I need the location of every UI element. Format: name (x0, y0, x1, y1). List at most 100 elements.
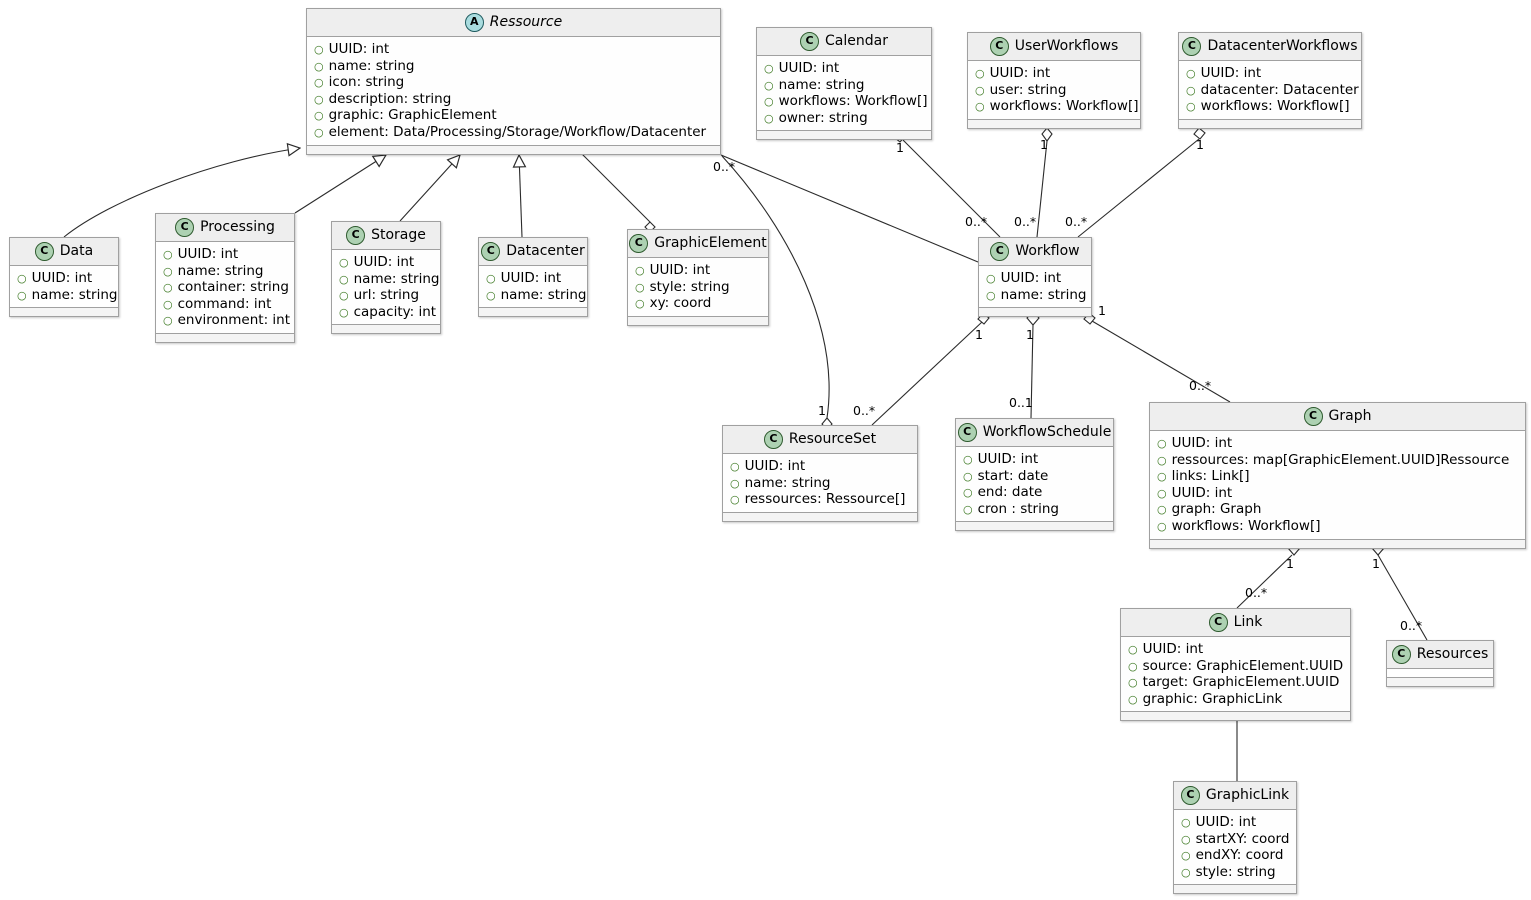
visibility-public-icon: ○ (17, 288, 27, 302)
class-methods-graphicelement (628, 315, 768, 325)
visibility-public-icon: ○ (635, 297, 645, 311)
attribute-label: UUID: int (500, 270, 562, 286)
visibility-public-icon: ○ (986, 288, 996, 302)
visibility-public-icon: ○ (486, 288, 496, 302)
visibility-public-icon: ○ (339, 256, 349, 269)
visibility-public-icon: ○ (163, 264, 173, 278)
attribute-row: ○UUID: int (986, 270, 1084, 287)
attribute-label: UUID: int (328, 41, 390, 57)
visibility-public-icon: ○ (730, 493, 740, 507)
class-methods-datacenter (479, 307, 587, 317)
visibility-public-icon: ○ (339, 272, 349, 286)
attribute-label: element: Data/Processing/Storage/Workflo… (328, 123, 707, 140)
visibility-public-icon: ○ (1181, 832, 1191, 846)
multiplicity-label: 0..* (853, 403, 876, 418)
visibility-public-icon: ○ (314, 92, 324, 106)
class-attributes-workflowschedule: ○UUID: int○start: date○end: date○cron : … (956, 447, 1113, 522)
class-name-graphiclink: GraphicLink (1205, 787, 1290, 803)
attribute-label: UUID: int (1171, 435, 1233, 451)
multiplicity-label: 0..* (1189, 378, 1212, 393)
class-icon: C (989, 36, 1009, 56)
attribute-row: ○links: Link[] (1157, 468, 1518, 485)
class-attributes-datacenter: ○ UUID: int○name: string (479, 266, 587, 308)
attribute-row: ○UUID: int (17, 270, 111, 287)
attribute-row: ○workflows: Workflow[] (975, 98, 1138, 115)
visibility-public-icon: ○ (486, 272, 496, 285)
class-name-userworkflows: UserWorkflows (1014, 38, 1119, 54)
attribute-label: source: GraphicElement.UUID (1142, 657, 1344, 674)
attribute-label: UUID: int (1142, 641, 1204, 657)
class-name-ressource: Ressource (489, 14, 563, 30)
attribute-label: startXY: coord (1195, 830, 1290, 847)
attribute-row: ○ UUID: int (1157, 435, 1518, 452)
class-icon: C (346, 225, 366, 245)
multiplicity-label: 0..* (965, 214, 988, 229)
visibility-public-icon: ○ (730, 476, 740, 490)
visibility-public-icon: ○ (635, 264, 645, 277)
attribute-row: ○name: string (986, 287, 1087, 304)
class-methods-datacenterworkflows (1179, 118, 1361, 128)
attribute-label: UUID: int (353, 254, 415, 270)
attribute-label: environment: int (177, 312, 291, 329)
attribute-row: ○end: date (963, 484, 1106, 501)
visibility-public-icon: ○ (163, 297, 173, 311)
attribute-label: ressources: Ressource[] (744, 491, 906, 508)
class-name-processing: Processing (200, 219, 275, 235)
attribute-row: ○name: string (339, 271, 440, 288)
attribute-row: ○endXY: coord (1181, 847, 1289, 864)
attribute-label: endXY: coord (1195, 847, 1284, 864)
attribute-row: ○UUID: int (1128, 641, 1343, 658)
multiplicity-label: 0..* (1014, 214, 1037, 229)
attribute-row: ○icon: string (314, 74, 713, 91)
attribute-label: UUID: int (1200, 65, 1262, 81)
attribute-row: ○ UUID: int (486, 270, 580, 287)
multiplicity-label: 1 (818, 403, 826, 418)
attribute-label: UUID: int (989, 65, 1051, 81)
attribute-label: style: string (1195, 863, 1276, 880)
visibility-public-icon: ○ (1157, 470, 1167, 484)
attribute-row: ○name: string (486, 287, 587, 304)
class-methods-data (10, 307, 118, 317)
attribute-row: ○UUID: int (1186, 65, 1354, 82)
attribute-row: ○name: string (17, 287, 118, 304)
class-icon: C (1391, 644, 1411, 664)
attribute-label: UUID: int (649, 262, 711, 278)
attribute-row: ○ startXY: coord (1181, 831, 1289, 848)
class-icon: C (481, 241, 501, 261)
attribute-row: ○datacenter: Datacenter (1186, 82, 1359, 99)
visibility-public-icon: ○ (314, 125, 324, 139)
visibility-public-icon: ○ (1157, 437, 1167, 450)
attribute-label: capacity: int (353, 303, 437, 320)
attribute-row: ○cron : string (963, 501, 1106, 518)
multiplicity-label: 0..* (713, 159, 736, 174)
attribute-label: command: int (177, 295, 272, 312)
class-methods-workflowschedule (956, 521, 1113, 531)
attribute-row: ○UUID: int (314, 41, 713, 58)
attribute-label: workflows: Workflow[] (778, 93, 928, 110)
visibility-public-icon: ○ (314, 109, 324, 123)
